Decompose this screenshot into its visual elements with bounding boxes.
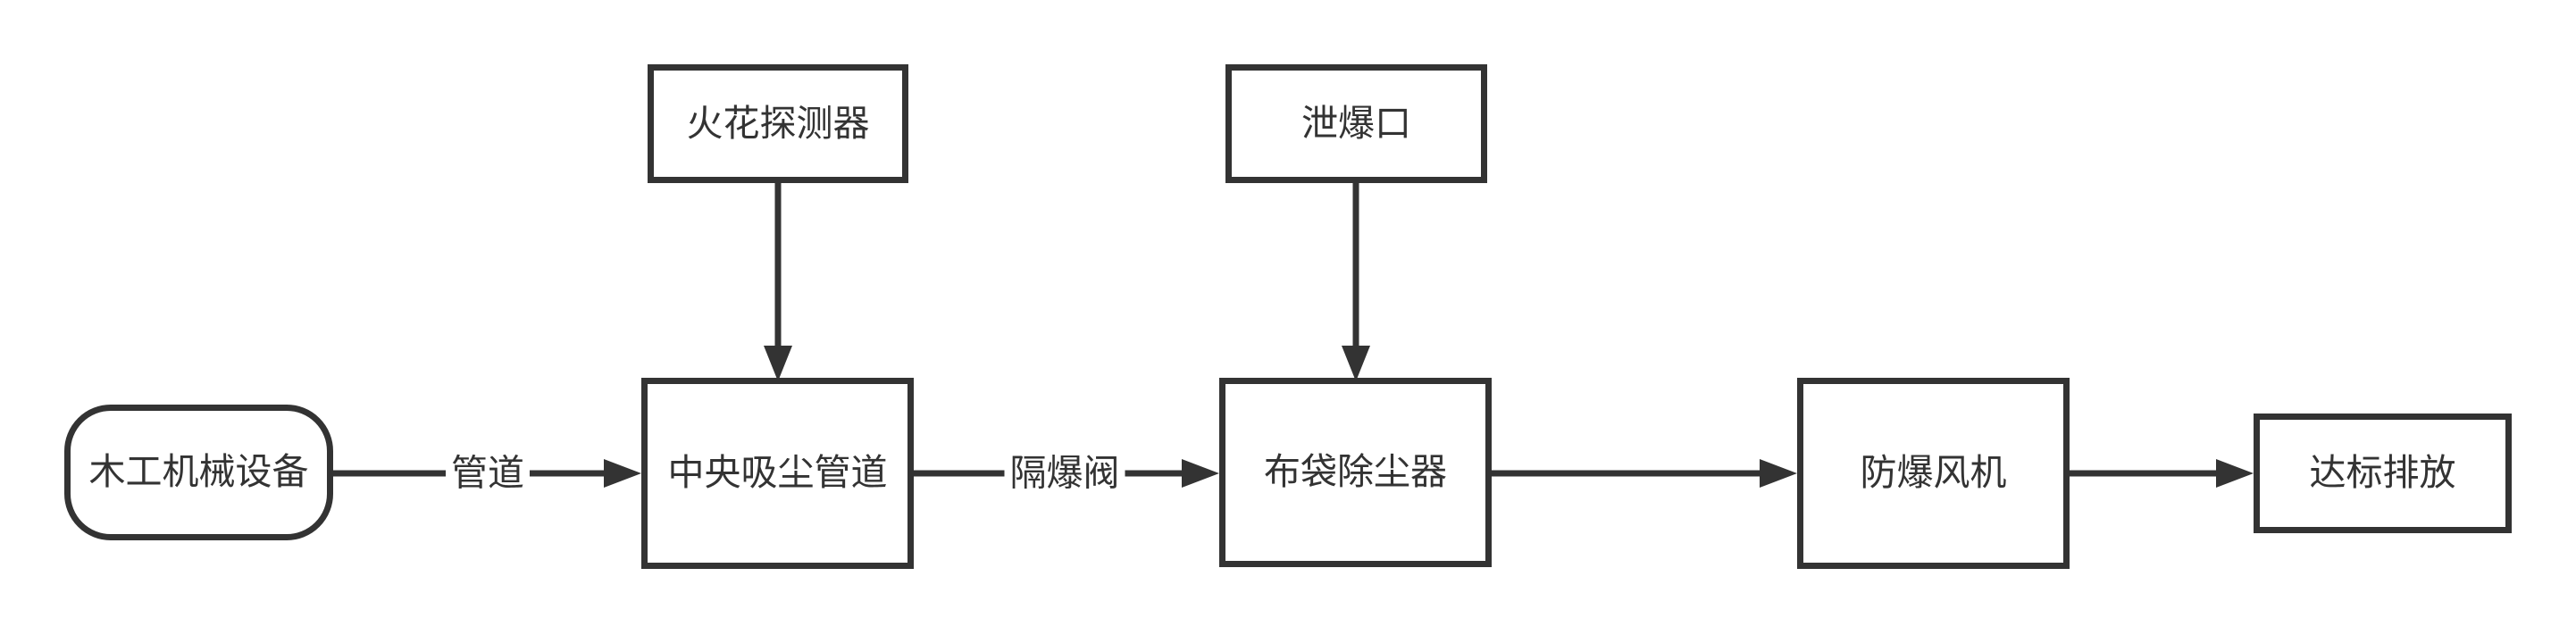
node-label: 布袋除尘器 [1264,451,1447,493]
arrowhead-down-icon [1342,346,1370,381]
node-label: 泄爆口 [1301,102,1411,144]
arrowhead-right-icon [604,459,641,488]
node-label: 达标排放 [2309,452,2456,494]
edge-fan-to-discharge [2070,459,2254,488]
node-woodworking-machine: 木工机械设备 [64,405,333,540]
node-explosion-vent: 泄爆口 [1225,64,1487,183]
node-label: 火花探测器 [686,102,870,144]
node-label: 中央吸尘管道 [667,452,888,494]
edge-spark-detector-to-central-duct [764,183,792,381]
edge-explosion-vent-to-bag-collector [1342,183,1370,381]
arrowhead-right-icon [1182,459,1219,488]
node-label: 防爆风机 [1860,452,2007,494]
node-explosion-proof-fan: 防爆风机 [1797,378,2070,569]
edge-label-isolation-valve: 隔爆阀 [1004,453,1125,494]
arrowhead-right-icon [1760,459,1797,488]
node-central-dust-duct: 中央吸尘管道 [641,378,914,569]
edge-bag-collector-to-fan [1492,459,1797,488]
node-bag-dust-collector: 布袋除尘器 [1219,378,1492,567]
node-label: 木工机械设备 [88,451,309,493]
node-spark-detector: 火花探测器 [648,64,908,183]
arrowhead-right-icon [2216,459,2254,488]
node-compliant-discharge: 达标排放 [2254,414,2512,533]
edge-label-pipe: 管道 [446,453,530,494]
arrowhead-down-icon [764,346,792,381]
